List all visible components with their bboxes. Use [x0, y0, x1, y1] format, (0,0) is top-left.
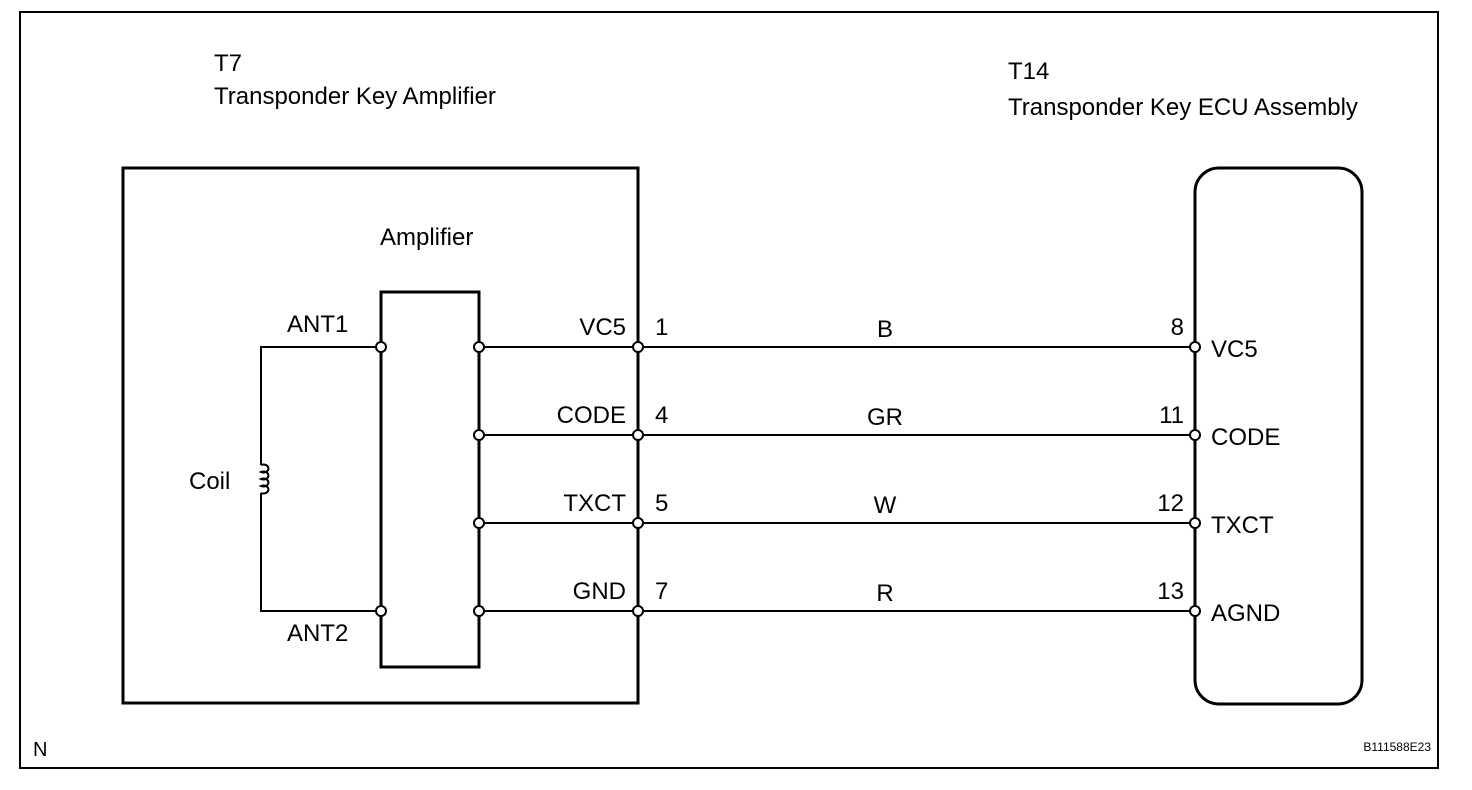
coil-wire-top: [260, 346, 381, 465]
amplifier-signal-label: VC5: [579, 314, 626, 341]
ecu-connector-code: T14: [1008, 58, 1049, 85]
amplifier-inner-block: [379, 290, 481, 669]
ecu-pin-number: 13: [1157, 578, 1184, 605]
ant1-terminal: [375, 341, 387, 353]
corner-mark: N: [33, 739, 47, 761]
ecu-pin-number: 11: [1159, 402, 1184, 429]
coil-label: Coil: [189, 468, 230, 495]
coil-wire-bottom: [260, 493, 381, 612]
ecu-pin-number: 8: [1171, 314, 1184, 341]
ecu-connector-terminal: [1189, 341, 1201, 353]
ecu-connector-terminal: [1189, 517, 1201, 529]
ecu-connector-name: Transponder Key ECU Assembly: [1008, 94, 1358, 121]
amplifier-inner-terminal: [473, 429, 485, 441]
amplifier-connector-terminal: [632, 605, 644, 617]
amplifier-connector-terminal: [632, 341, 644, 353]
wire-color-label: GR: [867, 404, 903, 431]
ecu-connector-terminal: [1189, 605, 1201, 617]
coil-icon: [258, 463, 270, 495]
amplifier-connector-name: Transponder Key Amplifier: [214, 83, 496, 110]
wire-color-label: W: [874, 492, 897, 519]
diagram-frame: [19, 11, 1439, 769]
ant2-terminal: [375, 605, 387, 617]
ecu-signal-label: TXCT: [1211, 512, 1274, 539]
amplifier-pin-number: 4: [655, 402, 668, 429]
amplifier-signal-label: CODE: [557, 402, 626, 429]
ant1-label: ANT1: [287, 311, 348, 338]
amplifier-signal-label: TXCT: [563, 490, 626, 517]
amplifier-connector-terminal: [632, 517, 644, 529]
amplifier-inner-terminal: [473, 517, 485, 529]
amplifier-inner-terminal: [473, 341, 485, 353]
ant2-label: ANT2: [287, 620, 348, 647]
ecu-signal-label: VC5: [1211, 336, 1258, 363]
amplifier-signal-label: GND: [573, 578, 626, 605]
wire-color-label: R: [876, 580, 893, 607]
amplifier-pin-number: 7: [655, 578, 668, 605]
amplifier-inner-terminal: [473, 605, 485, 617]
amplifier-connector-terminal: [632, 429, 644, 441]
figure-code: B111588E23: [1363, 740, 1431, 754]
amplifier-pin-number: 5: [655, 490, 668, 517]
wire-color-label: B: [877, 316, 893, 343]
ecu-pin-number: 12: [1157, 490, 1184, 517]
amplifier-pin-number: 1: [655, 314, 668, 341]
amplifier-block-label: Amplifier: [380, 224, 473, 251]
amplifier-connector-code: T7: [214, 50, 242, 77]
ecu-signal-label: CODE: [1211, 424, 1280, 451]
ecu-connector-terminal: [1189, 429, 1201, 441]
ecu-signal-label: AGND: [1211, 600, 1280, 627]
